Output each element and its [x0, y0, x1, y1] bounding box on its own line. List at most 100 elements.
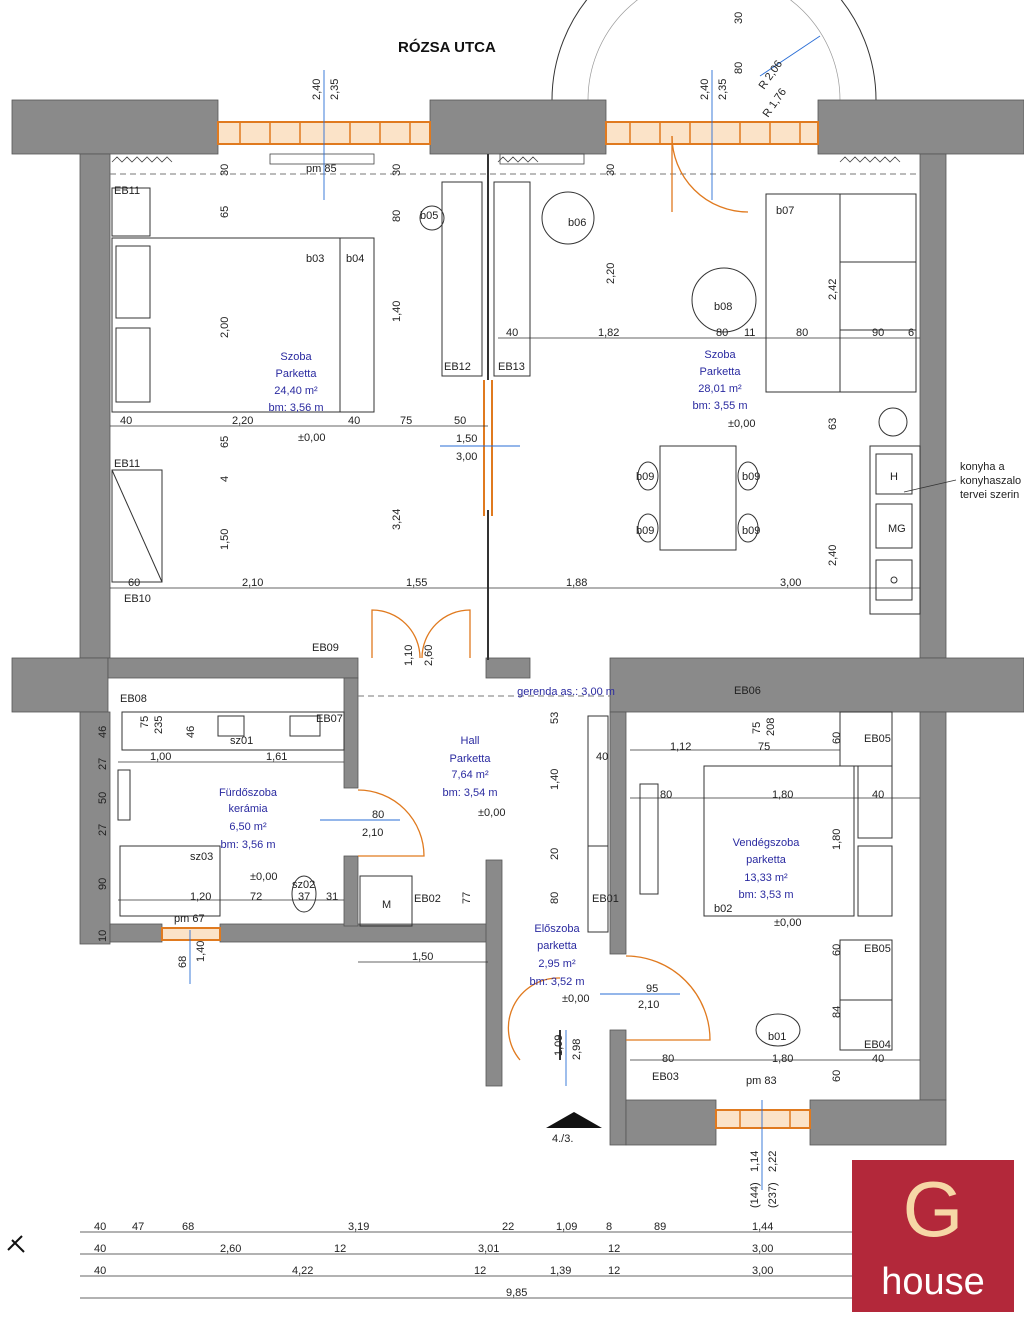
dimension-value: 77	[461, 892, 473, 904]
sz-label: sz03	[190, 851, 213, 863]
dimension-value: 3,00	[780, 577, 801, 589]
window-label: pm 83	[746, 1075, 777, 1087]
dimension-value: 3,00	[456, 451, 477, 463]
dimension-value: 4,22	[292, 1265, 313, 1277]
nightstand-b04	[339, 237, 375, 413]
room-1-height: bm: 3,56 m	[268, 402, 323, 414]
dimension-value: 60	[831, 944, 843, 956]
dimension-value: 65	[219, 206, 231, 218]
dimension-value: 1,82	[598, 327, 619, 339]
guest-height: bm: 3,53 m	[738, 889, 793, 901]
window-mullions	[239, 122, 801, 1128]
level-1: ±0,00	[298, 432, 325, 444]
dimension-value: 2,10	[362, 827, 383, 839]
guest-area: 13,33 m²	[744, 872, 788, 884]
dimension-value: 2,35	[329, 79, 341, 100]
room-1-area: 24,40 m²	[274, 385, 318, 397]
dimension-value: 1,61	[266, 751, 287, 763]
b-label: b04	[346, 253, 364, 265]
guest-name: Vendégszoba	[733, 837, 801, 849]
dimension-value: 40	[872, 1053, 884, 1065]
level-6: ±0,00	[562, 993, 589, 1005]
wardrobe-eb13	[493, 181, 531, 377]
dimension-value: 1,40	[391, 301, 403, 322]
dimension-value: 1,20	[190, 891, 211, 903]
eb-label: EB04	[864, 1039, 891, 1051]
b-label: b09	[636, 525, 654, 537]
dimension-value: 2,22	[767, 1151, 779, 1172]
dimension-value: 12	[608, 1265, 620, 1277]
dimension-value: 80	[660, 789, 672, 801]
level-3: ±0,00	[478, 807, 505, 819]
table-b05	[419, 205, 445, 231]
toilet-sz02	[291, 875, 317, 913]
kitchen-note: tervei szerin	[960, 489, 1019, 501]
dimension-value: 2,40	[827, 545, 839, 566]
bed-b02	[703, 765, 855, 917]
dimension-value: 27	[97, 758, 109, 770]
room-labels: Szoba Parketta 24,40 m² bm: 3,56 m Szoba…	[219, 349, 800, 988]
dimension-value: 1,80	[772, 789, 793, 801]
dimension-value: 1,10	[403, 645, 415, 666]
eb-label: EB12	[444, 361, 471, 373]
dimension-value: 40	[94, 1265, 106, 1277]
g-house-logo: G house	[852, 1160, 1014, 1312]
dimension-value: 1,50	[412, 951, 433, 963]
eb-label: EB13	[498, 361, 525, 373]
dimension-value: 40	[506, 327, 518, 339]
room-2-height: bm: 3,55 m	[692, 400, 747, 412]
dimension-value: 235	[153, 716, 165, 734]
eb-label: EB05	[864, 733, 891, 745]
dimension-value: 2,00	[219, 317, 231, 338]
dimension-value: 80	[391, 210, 403, 222]
b-label: b06	[568, 217, 586, 229]
room-2-name: Szoba	[704, 349, 736, 361]
dimension-value: 1,50	[456, 433, 477, 445]
dimension-value: 2,20	[605, 263, 617, 284]
dimension-value: 80	[796, 327, 808, 339]
dimension-value: 40	[596, 751, 608, 763]
dimension-value: 8	[606, 1221, 612, 1233]
dimension-value: 31	[326, 891, 338, 903]
dimension-value: 1,50	[219, 529, 231, 550]
doors	[357, 135, 749, 1061]
dimension-value: 60	[831, 1070, 843, 1082]
dimension-value: 90	[97, 878, 109, 890]
street-name: RÓZSA UTCA	[398, 38, 496, 56]
dimension-value: 40	[348, 415, 360, 427]
entry-height: bm: 3,52 m	[529, 976, 584, 988]
beam-lines	[110, 173, 920, 697]
appliance-label: M	[382, 899, 391, 911]
eb-label: EB06	[734, 685, 761, 697]
dimension-value: 4	[219, 476, 231, 482]
partitions	[487, 154, 561, 1060]
logo-letter: G	[902, 1165, 964, 1253]
dimension-value: 65	[219, 436, 231, 448]
b-label: b08	[714, 301, 732, 313]
bathtub-sz03	[119, 845, 221, 917]
sofa-b07	[765, 193, 917, 393]
dimension-value: 75	[751, 722, 763, 734]
eb-label: EB11	[114, 185, 140, 197]
dimension-value: 3,00	[752, 1243, 773, 1255]
bath-floor: kerámia	[228, 803, 268, 815]
dimension-lines	[80, 337, 920, 1299]
dimension-value: 80	[716, 327, 728, 339]
bath-area: 6,50 m²	[229, 821, 267, 833]
dimension-value: 1,09	[556, 1221, 577, 1233]
logo-word: house	[881, 1261, 985, 1303]
kitchen-note: konyhaszalo	[960, 475, 1021, 487]
entrance-arrow	[546, 1112, 602, 1128]
kitchen-counter	[869, 445, 921, 615]
dimension-value: 53	[549, 712, 561, 724]
dimension-value: 1,14	[749, 1151, 761, 1172]
dimension-value: 2,42	[827, 279, 839, 300]
dimension-value: (237)	[767, 1182, 779, 1208]
dimension-value: 3,19	[348, 1221, 369, 1233]
dimension-value: 1,39	[550, 1265, 571, 1277]
kitchen-note: konyha a	[960, 461, 1006, 473]
dimension-value: 1,80	[831, 829, 843, 850]
dimension-value: (144)	[749, 1182, 761, 1208]
wardrobe-eb12	[441, 181, 483, 377]
